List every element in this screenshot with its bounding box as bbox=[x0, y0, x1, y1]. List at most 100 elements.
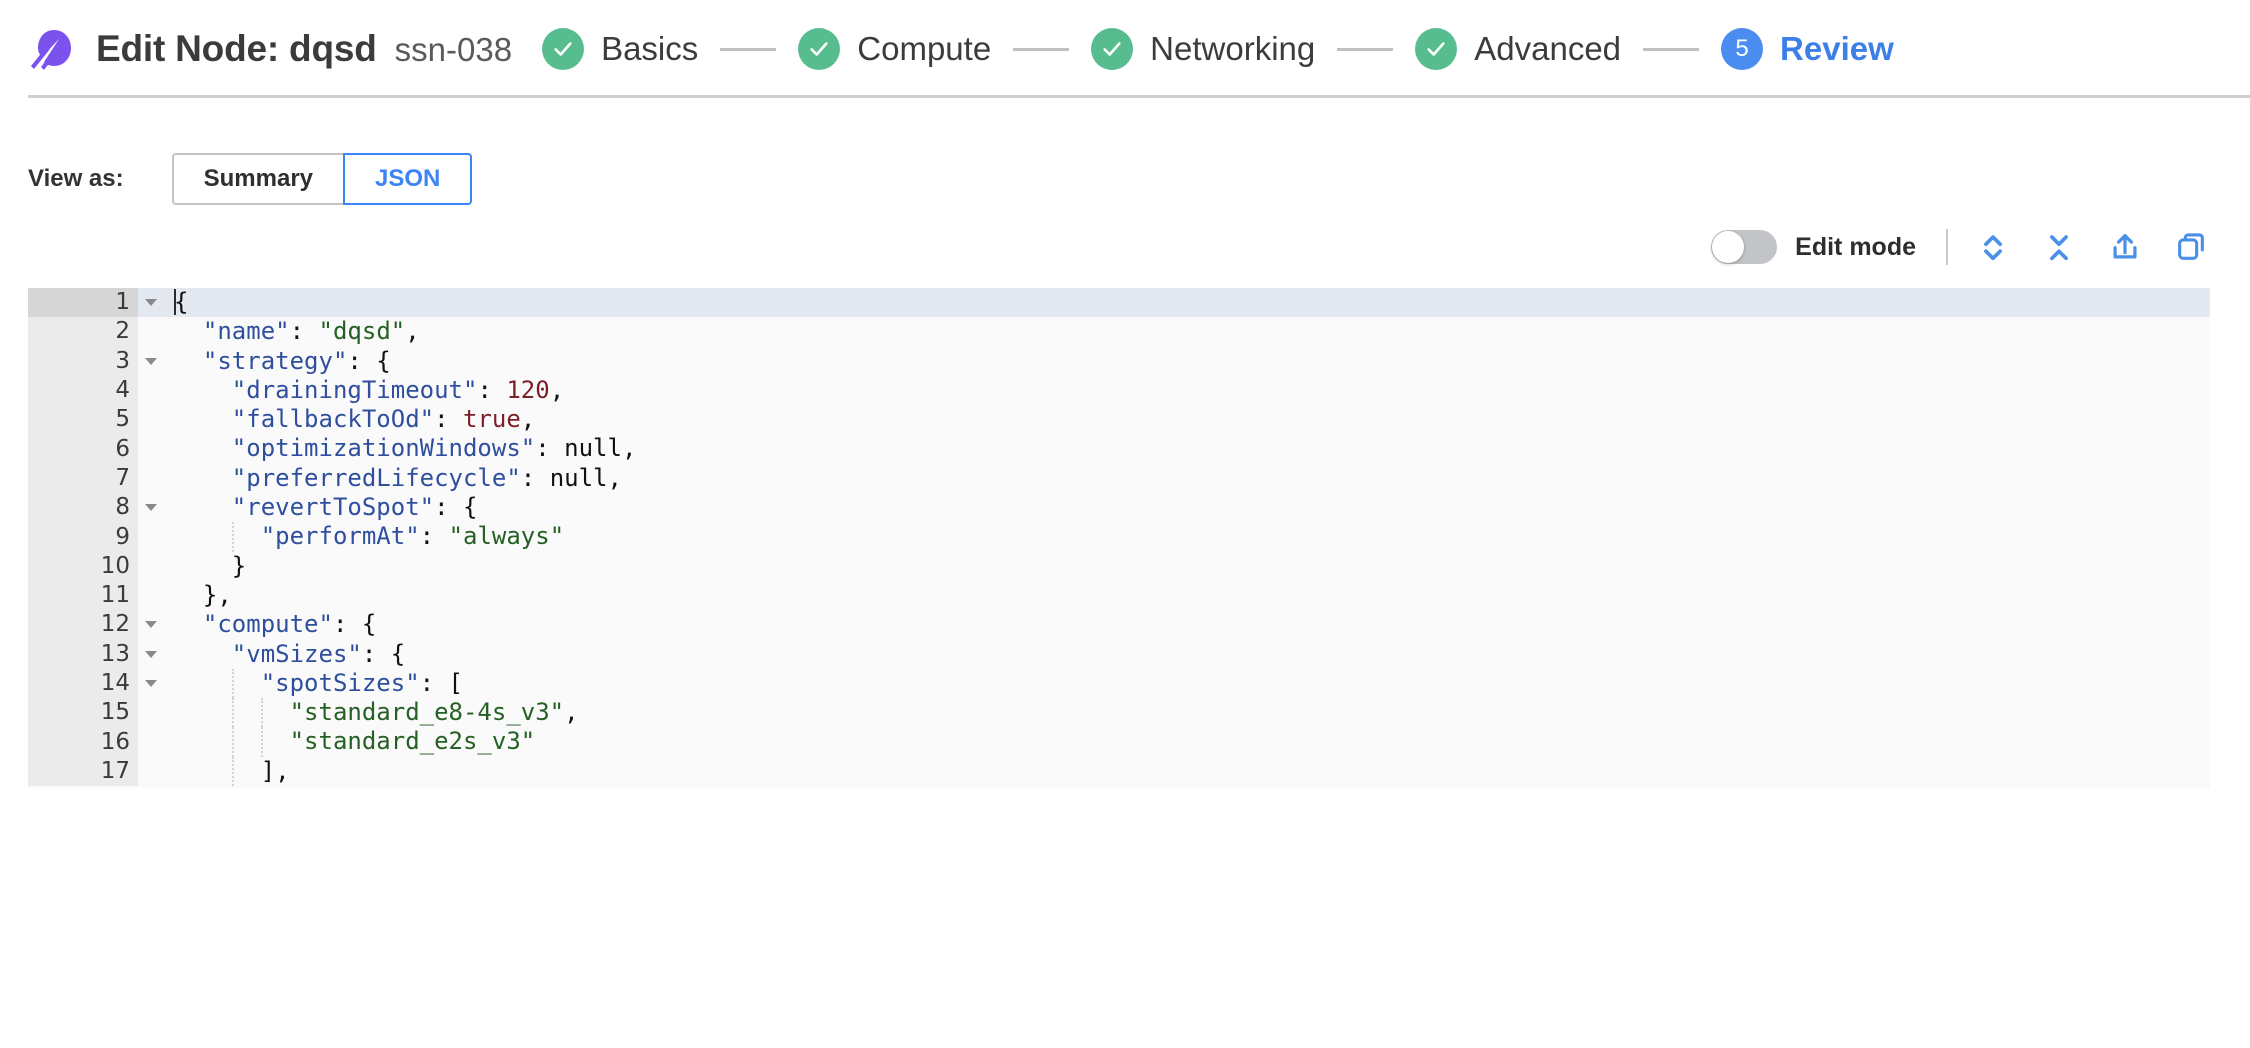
code-line[interactable]: 8 "revertToSpot": { bbox=[28, 493, 2210, 523]
stepper-item-advanced[interactable]: Advanced bbox=[1415, 28, 1621, 70]
code-line[interactable]: 5 "fallbackToOd": true, bbox=[28, 405, 2210, 435]
chevron-down-icon[interactable] bbox=[145, 299, 157, 307]
editor-toolbar: Edit mode bbox=[0, 214, 2250, 280]
view-as-option-summary[interactable]: Summary bbox=[171, 152, 344, 205]
fold-toggle-icon[interactable] bbox=[140, 299, 162, 307]
page-subtitle: ssn-038 bbox=[394, 31, 513, 68]
line-gutter: 7 bbox=[28, 463, 138, 494]
step-check-icon bbox=[798, 28, 841, 70]
token-num: 120 bbox=[506, 375, 550, 404]
code-text: "optimizationWindows": null, bbox=[162, 434, 2210, 463]
view-as-row: View as: Summary JSON bbox=[0, 98, 2250, 214]
token-key: "spotSizes" bbox=[260, 668, 420, 697]
stepper-label: Compute bbox=[857, 30, 992, 67]
json-code-editor[interactable]: 1{2 "name": "dqsd",3 "strategy": {4 "dra… bbox=[28, 288, 2210, 788]
fold-toggle-icon[interactable] bbox=[140, 357, 162, 365]
code-line[interactable]: 11 }, bbox=[28, 580, 2210, 611]
code-indent bbox=[174, 347, 203, 375]
code-text: }, bbox=[162, 581, 2210, 610]
code-line[interactable]: 16 "standard_e2s_v3" bbox=[28, 727, 2210, 757]
collapse-all-icon[interactable] bbox=[2042, 230, 2076, 264]
code-line[interactable]: 4 "drainingTimeout": 120, bbox=[28, 375, 2210, 406]
stepper-item-compute[interactable]: Compute bbox=[798, 28, 991, 70]
code-indent bbox=[174, 405, 232, 433]
page-header: Edit Node: dqsd ssn-038 Basics Compute Net… bbox=[0, 0, 2250, 98]
step-check-icon bbox=[1091, 28, 1134, 70]
code-line[interactable]: 9 "performAt": "always" bbox=[28, 522, 2210, 552]
line-number: 12 bbox=[100, 611, 130, 638]
title-block: Edit Node: dqsd ssn-038 bbox=[96, 28, 512, 70]
code-text: "revertToSpot": { bbox=[162, 493, 2210, 522]
code-line[interactable]: 6 "optimizationWindows": null, bbox=[28, 434, 2210, 464]
code-indent bbox=[174, 464, 232, 492]
code-line[interactable]: 14 "spotSizes": [ bbox=[28, 668, 2210, 699]
token-key: "strategy" bbox=[202, 346, 348, 375]
fold-toggle-icon[interactable] bbox=[140, 650, 162, 658]
line-gutter: 8 bbox=[28, 493, 138, 523]
view-as-segmented-control[interactable]: Summary JSON bbox=[171, 152, 473, 205]
copy-icon[interactable] bbox=[2174, 230, 2208, 264]
line-number: 6 bbox=[115, 435, 130, 462]
chevron-down-icon[interactable] bbox=[145, 504, 157, 512]
code-line[interactable]: 2 "name": "dqsd", bbox=[28, 317, 2210, 347]
code-line[interactable]: 17 ], bbox=[28, 756, 2210, 787]
code-text: "strategy": { bbox=[162, 347, 2210, 376]
step-connector bbox=[1643, 47, 1700, 51]
token-str: "standard_e2s_v3" bbox=[289, 727, 536, 756]
step-number-badge: 5 bbox=[1721, 28, 1764, 70]
code-text: "vmSizes": { bbox=[162, 640, 2210, 669]
token-key: "name" bbox=[202, 317, 290, 346]
token-punc: : { bbox=[434, 493, 478, 522]
fold-toggle-icon[interactable] bbox=[140, 621, 162, 629]
token-punc: } bbox=[231, 551, 247, 580]
indent-guide bbox=[231, 522, 234, 552]
code-text: ], bbox=[162, 756, 2210, 787]
page-title: Edit Node: dqsd bbox=[96, 28, 377, 69]
code-line[interactable]: 7 "preferredLifecycle": null, bbox=[28, 463, 2210, 494]
step-connector bbox=[1337, 47, 1394, 51]
token-key: "compute" bbox=[202, 610, 333, 639]
stepper-item-networking[interactable]: Networking bbox=[1091, 28, 1315, 70]
token-punc: , bbox=[405, 317, 420, 346]
code-line[interactable]: 13 "vmSizes": { bbox=[28, 639, 2210, 669]
view-as-label: View as: bbox=[28, 164, 124, 192]
step-connector bbox=[720, 47, 777, 51]
stepper-item-basics[interactable]: Basics bbox=[542, 28, 698, 70]
brand: Edit Node: dqsd ssn-038 bbox=[28, 26, 512, 72]
step-connector bbox=[1013, 47, 1070, 51]
line-gutter: 2 bbox=[28, 317, 138, 347]
token-punc: : { bbox=[347, 346, 391, 375]
code-line[interactable]: 15 "standard_e8-4s_v3", bbox=[28, 698, 2210, 728]
fold-toggle-icon[interactable] bbox=[140, 504, 162, 512]
code-line[interactable]: 10 } bbox=[28, 551, 2210, 581]
code-indent bbox=[174, 522, 261, 550]
indent-guide bbox=[260, 698, 263, 728]
token-str: "always" bbox=[448, 522, 565, 551]
indent-guide bbox=[231, 698, 234, 728]
edit-mode-toggle[interactable] bbox=[1711, 230, 1778, 264]
edit-mode-label: Edit mode bbox=[1795, 232, 1916, 261]
code-text: "preferredLifecycle": null, bbox=[162, 464, 2210, 493]
token-punc: { bbox=[174, 288, 189, 316]
chevron-down-icon[interactable] bbox=[145, 621, 157, 629]
code-line[interactable]: 1{ bbox=[28, 288, 2210, 318]
line-gutter: 5 bbox=[28, 405, 138, 435]
code-line[interactable]: 3 "strategy": { bbox=[28, 346, 2210, 376]
code-indent bbox=[174, 317, 203, 345]
expand-all-icon[interactable] bbox=[1976, 230, 2010, 264]
line-gutter: 1 bbox=[28, 288, 138, 318]
fold-toggle-icon[interactable] bbox=[140, 680, 162, 687]
code-text: { bbox=[162, 288, 2210, 317]
stepper-label: Networking bbox=[1150, 30, 1316, 67]
chevron-down-icon[interactable] bbox=[145, 650, 157, 658]
line-gutter: 13 bbox=[28, 639, 138, 669]
line-gutter: 12 bbox=[28, 610, 138, 640]
export-icon[interactable] bbox=[2108, 230, 2142, 264]
line-number: 9 bbox=[115, 523, 130, 550]
code-line[interactable]: 12 "compute": { bbox=[28, 610, 2210, 640]
view-as-option-json[interactable]: JSON bbox=[343, 152, 473, 205]
chevron-down-icon[interactable] bbox=[145, 357, 157, 365]
comet-logo-icon bbox=[31, 30, 71, 70]
chevron-down-icon[interactable] bbox=[145, 680, 157, 687]
